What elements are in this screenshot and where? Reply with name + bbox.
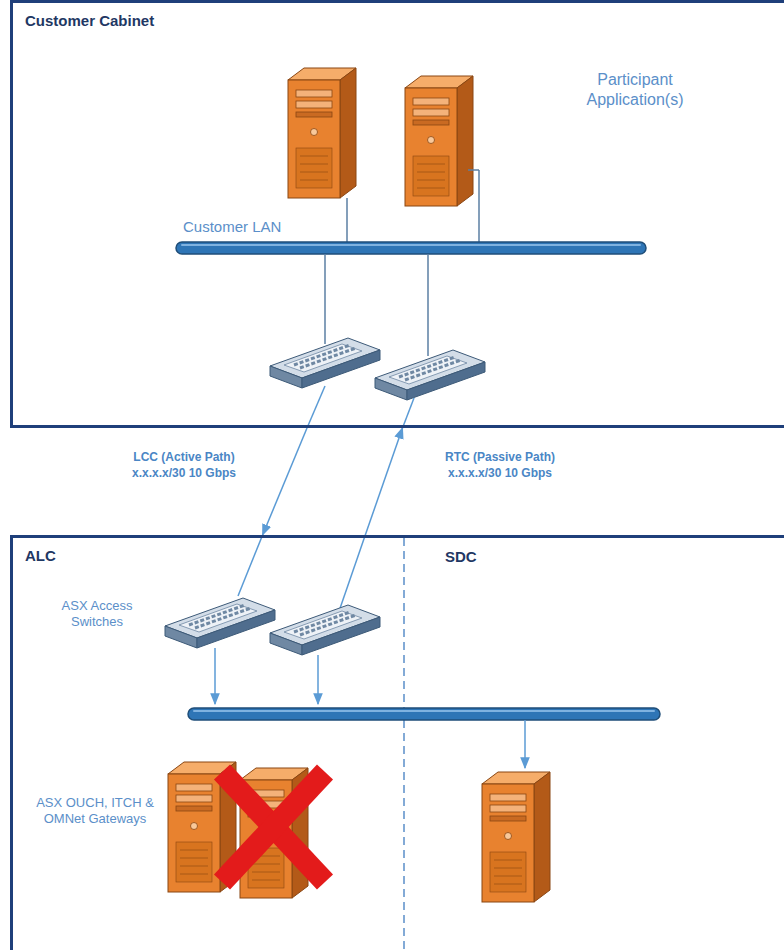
link-line — [307, 386, 325, 428]
site-region: Customer Cabinet — [10, 0, 784, 428]
switch-icon — [375, 350, 485, 400]
link-arrow — [524, 720, 526, 768]
link-arrow — [214, 648, 216, 704]
switch-icon — [270, 605, 380, 655]
link-label: RTC (Passive Path) x.x.x.x/30 10 Gbps — [432, 448, 568, 482]
lan-bus-shine — [194, 710, 654, 712]
site-region: ALC — [10, 535, 784, 950]
link-line — [427, 254, 429, 356]
region-title: ALC — [25, 547, 784, 564]
lan-bus — [176, 242, 646, 254]
server-icon — [482, 772, 550, 902]
link-line — [324, 254, 326, 344]
annotation-label: ASX OUCH, ITCH & OMNet Gateways — [30, 795, 160, 828]
lan-bus-shine — [182, 244, 640, 246]
site-title: SDC — [445, 548, 525, 567]
server-icon — [288, 68, 356, 198]
link-label: LCC (Active Path) x.x.x.x/30 10 Gbps — [118, 448, 250, 482]
network-link — [263, 428, 307, 535]
server-icon — [405, 76, 473, 206]
site-divider — [403, 538, 405, 950]
link-line — [238, 535, 263, 596]
failure-cross — [222, 772, 325, 882]
link-arrow — [317, 655, 319, 704]
link-line — [346, 198, 348, 243]
network-link — [365, 428, 402, 535]
switch-icon — [270, 338, 380, 388]
lan-bus — [188, 708, 660, 720]
link-line — [468, 169, 479, 171]
region-title: Customer Cabinet — [25, 12, 784, 29]
annotation-label: Customer LAN — [183, 218, 323, 237]
annotation-label: ASX Access Switches — [42, 598, 152, 631]
link-line — [403, 398, 415, 428]
switch-icon — [165, 598, 275, 648]
failure-cross — [222, 772, 325, 882]
link-line — [478, 170, 480, 243]
annotation-label: Participant Application(s) — [555, 70, 715, 110]
